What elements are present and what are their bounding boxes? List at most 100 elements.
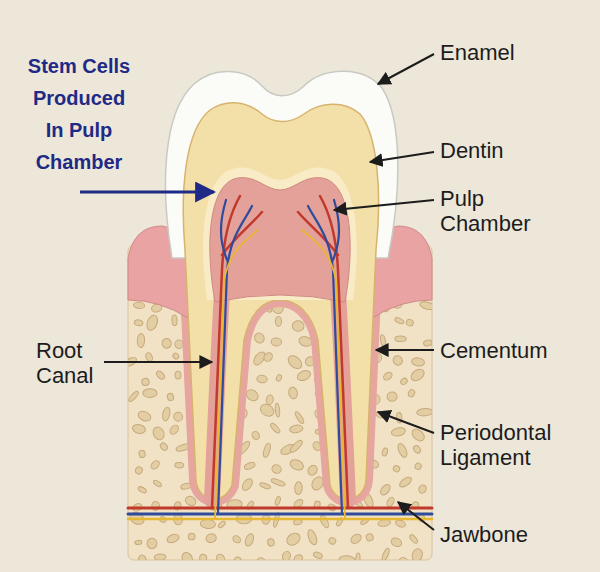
- bone-spot: [135, 540, 142, 544]
- bone-spot: [289, 424, 303, 433]
- bone-spot: [143, 389, 157, 398]
- bone-spot: [381, 447, 388, 456]
- bone-spot: [292, 320, 304, 331]
- bone-spot: [269, 422, 281, 434]
- bone-spot: [256, 375, 267, 383]
- vein-left: [218, 200, 252, 514]
- bone-spot: [289, 439, 304, 454]
- bone-spot: [284, 531, 302, 548]
- bone-spot: [417, 484, 427, 495]
- leader-arrow: [104, 361, 212, 363]
- bone-spot: [128, 390, 140, 403]
- bone-spot: [132, 423, 147, 434]
- bone-spot: [137, 554, 147, 560]
- nerve-right: [302, 230, 345, 519]
- leader-arrow: [370, 152, 434, 162]
- bone-spot: [167, 393, 175, 401]
- bone-spot: [162, 338, 172, 349]
- bone-spot: [138, 450, 146, 458]
- bone-spot: [152, 479, 162, 488]
- bone-spot: [145, 314, 160, 332]
- artery-line: [128, 507, 432, 510]
- bone-spot: [386, 496, 396, 508]
- callout-arrow: [80, 191, 214, 194]
- bone-spot: [355, 553, 360, 560]
- bone-spot: [306, 529, 318, 546]
- bone-spot: [306, 464, 319, 477]
- bone-spot: [409, 367, 426, 383]
- bone-spot: [175, 462, 184, 468]
- part-label: Jawbone: [440, 522, 590, 547]
- bone-spot: [155, 370, 166, 381]
- bone-spot: [386, 391, 398, 402]
- bone-spot: [240, 477, 254, 492]
- bone-spot: [161, 406, 171, 421]
- vessels: [128, 196, 432, 519]
- bone-spot: [151, 425, 166, 442]
- bone-spot: [412, 444, 422, 454]
- bone-spot: [288, 386, 299, 399]
- bone-spot: [270, 463, 282, 475]
- bone-spot: [205, 533, 217, 544]
- bone-spot: [328, 536, 337, 545]
- bone-spot: [172, 315, 178, 326]
- bone-spot: [423, 339, 432, 346]
- nerve-left: [215, 230, 258, 519]
- bone-spot: [188, 533, 195, 540]
- bone-spot: [417, 408, 432, 416]
- bone-spot: [141, 378, 149, 386]
- bone-spot: [419, 300, 432, 311]
- bone-spot: [396, 442, 409, 459]
- bone-spot: [258, 402, 276, 419]
- leader-lines: [80, 54, 434, 530]
- bone-spot: [200, 519, 216, 529]
- part-label: Dentin: [440, 138, 590, 163]
- bone-spot: [349, 532, 363, 545]
- bone-spot: [289, 458, 305, 472]
- vein-line: [128, 513, 432, 516]
- bone-spot: [149, 459, 161, 471]
- leader-arrow: [398, 502, 434, 530]
- bone-spot: [380, 334, 387, 347]
- bone-spot: [199, 554, 207, 560]
- bone-spot: [267, 538, 275, 546]
- bone-spot: [394, 317, 405, 325]
- bone-spot: [265, 394, 274, 405]
- bone-spot: [414, 462, 422, 470]
- bone-spot: [166, 533, 180, 545]
- bone-spot: [398, 475, 413, 489]
- bone-spot: [243, 461, 255, 471]
- bone-spot: [319, 514, 331, 529]
- dentin: [183, 103, 378, 499]
- bone-spot: [154, 554, 166, 560]
- bone-spot: [293, 553, 304, 560]
- bone-spot: [294, 482, 302, 495]
- bone-spot: [253, 331, 266, 345]
- bone-spot: [180, 551, 195, 560]
- bone-spot: [270, 478, 286, 488]
- bone-spot: [407, 389, 416, 398]
- bone-spot: [144, 352, 153, 363]
- bone-spot: [168, 424, 180, 436]
- leader-arrow: [334, 200, 434, 210]
- bone-spot: [217, 520, 226, 529]
- part-label: Cementum: [440, 338, 590, 363]
- bone-spot: [294, 411, 305, 425]
- part-label: Periodontal Ligament: [440, 420, 580, 470]
- leader-arrow: [378, 412, 434, 433]
- bone-spot: [391, 426, 407, 437]
- leader-arrow: [376, 349, 434, 351]
- bone-spot: [256, 556, 267, 560]
- bone-spot: [133, 302, 145, 309]
- bone-spot: [262, 443, 272, 458]
- bone-spot: [339, 555, 355, 560]
- bone-spot: [275, 374, 282, 382]
- bone-spot: [147, 538, 157, 549]
- bone-spot: [175, 371, 181, 379]
- bone-spot: [281, 550, 291, 560]
- bone-spot: [244, 533, 256, 547]
- bone-spot: [232, 534, 242, 544]
- part-label: Root Canal: [36, 338, 102, 388]
